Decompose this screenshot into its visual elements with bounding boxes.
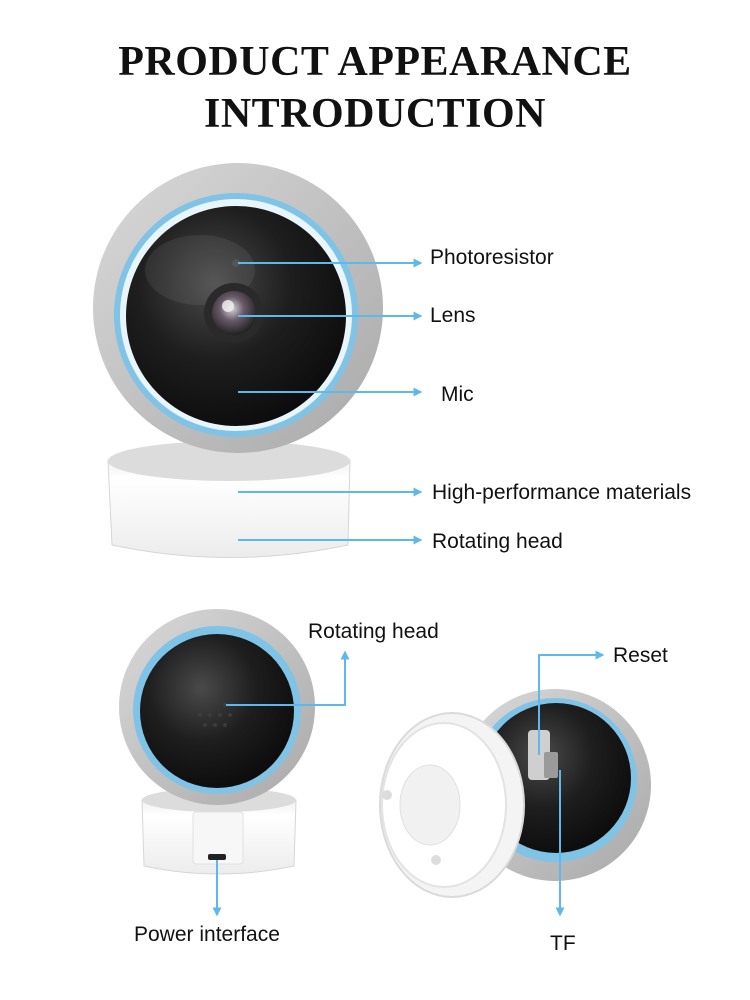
arrow-reset — [538, 650, 605, 755]
camera-main — [93, 163, 383, 558]
arrow-rotating-head-bottom — [226, 650, 350, 706]
label-mic: Mic — [441, 383, 474, 406]
label-rotating-head-bottom: Rotating head — [308, 620, 439, 643]
callout-arrows — [212, 258, 605, 917]
label-rotating-head-top: Rotating head — [432, 530, 563, 553]
label-power-interface: Power interface — [134, 923, 280, 946]
page-title-line-1: PRODUCT APPEARANCE — [118, 39, 632, 85]
label-reset: Reset — [613, 644, 668, 667]
mic-holes — [198, 698, 232, 727]
camera-side — [379, 689, 651, 898]
label-photoresistor: Photoresistor — [430, 246, 554, 269]
label-high-performance-materials: High-performance materials — [432, 481, 692, 504]
label-tf: TF — [550, 932, 576, 955]
label-lens: Lens — [430, 304, 476, 327]
page-title-line-2: INTRODUCTION — [203, 91, 547, 137]
camera-front — [119, 609, 315, 875]
